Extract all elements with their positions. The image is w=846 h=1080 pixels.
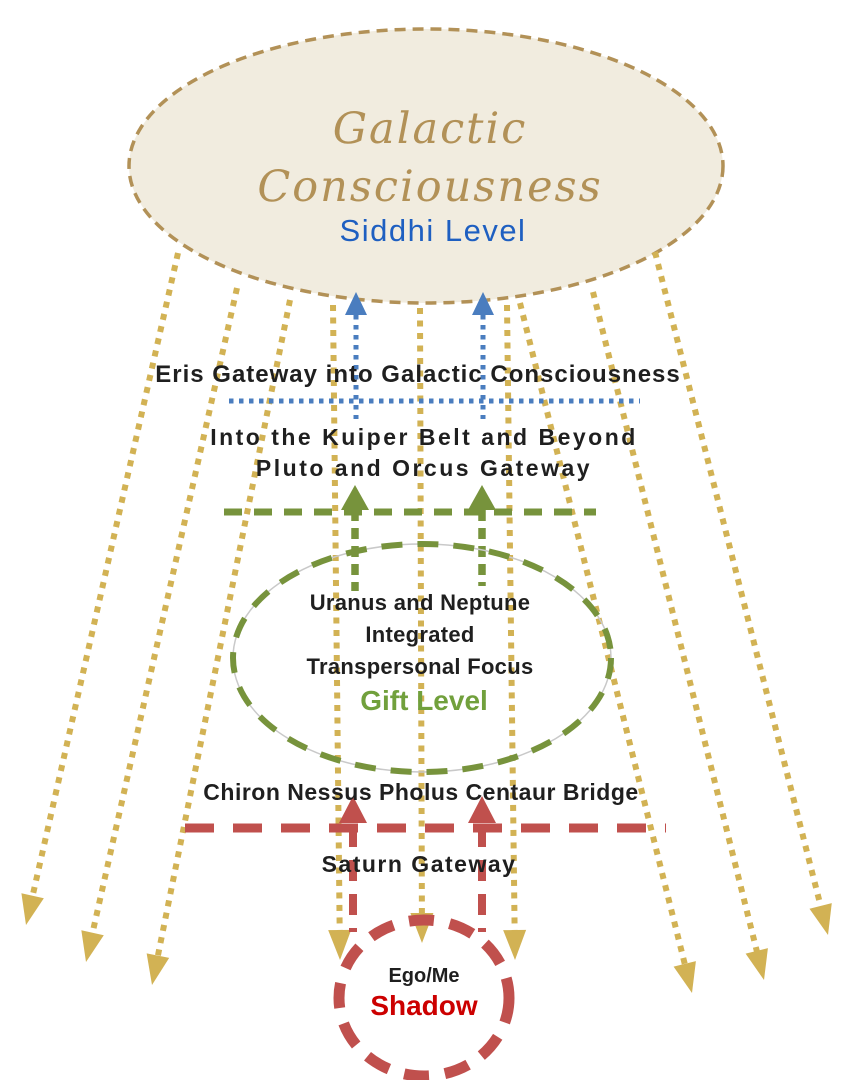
consciousness-ray [28, 252, 181, 903]
centaur-bridge-label: Chiron Nessus Pholus Centaur Bridge [203, 779, 639, 805]
ray-arrowhead-icon [21, 893, 44, 925]
title-line: Consciousness [257, 162, 603, 212]
uranus-line: Transpersonal Focus [306, 654, 534, 679]
uranus-line: Uranus and Neptune [309, 590, 531, 615]
consciousness-ray [417, 307, 425, 920]
consciousness-ray [88, 287, 240, 940]
ray-arrowhead-icon [745, 948, 768, 980]
gift-level-label: Gift Level [360, 685, 488, 716]
consciousness-ray [504, 304, 518, 937]
ego-me-label: Ego/Me [388, 965, 460, 987]
consciousness-ray [590, 291, 762, 958]
saturn-arrowhead-up-icon [468, 796, 496, 823]
pluto-arrows [224, 485, 596, 591]
shadow-circle [333, 914, 515, 1080]
pluto-arrowhead-up-icon [468, 485, 496, 510]
ray-arrowhead-icon [146, 953, 170, 985]
pluto-arrowhead-up-icon [341, 485, 369, 510]
transpersonal-focus-label: Uranus and Neptune Integrated Transperso… [307, 587, 534, 683]
uranus-line: Integrated [365, 622, 475, 647]
ray-arrowhead-icon [503, 929, 527, 960]
shadow-label: Shadow [370, 990, 478, 1021]
eris-gateway-label: Eris Gateway into Galactic Consciousness [155, 361, 681, 388]
galactic-ellipse [127, 27, 725, 305]
consciousness-ray [517, 302, 690, 971]
ray-arrowhead-icon [673, 961, 696, 993]
ray-arrowhead-icon [809, 903, 832, 935]
kuiper-line: Into the Kuiper Belt and Beyond [210, 424, 638, 450]
gift-ellipse [230, 541, 614, 775]
saturn-arrowhead-up-icon [339, 796, 367, 823]
eris-arrowhead-up-icon [345, 292, 367, 315]
saturn-arrows [185, 796, 666, 932]
ray-arrowhead-icon [81, 930, 104, 962]
siddhi-level-label: Siddhi Level [339, 213, 527, 248]
galactic-consciousness-title: Galactic Consciousness [257, 100, 602, 216]
eris-arrowhead-up-icon [472, 292, 494, 315]
eris-arrows [229, 292, 640, 419]
consciousness-ray [652, 251, 826, 913]
title-line: Galactic [332, 104, 528, 154]
kuiper-line: Pluto and Orcus Gateway [255, 455, 593, 481]
kuiper-belt-label: Into the Kuiper Belt and Beyond Pluto an… [210, 422, 638, 484]
ray-arrowhead-icon [328, 929, 352, 960]
saturn-gateway-label: Saturn Gateway [321, 851, 517, 877]
